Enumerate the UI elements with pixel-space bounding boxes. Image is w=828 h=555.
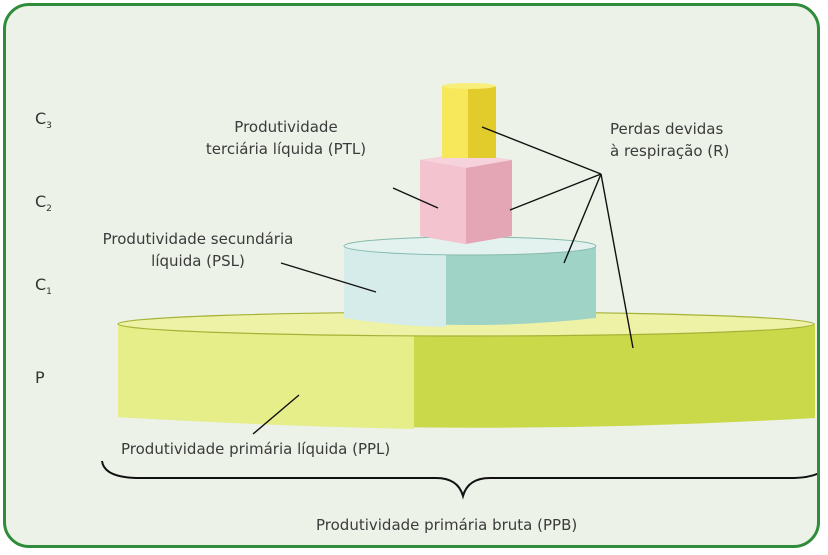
level-label-c1: C1 — [35, 275, 52, 298]
psl-label: Produtividade secundária líquida (PSL) — [102, 230, 294, 270]
respiration-losses-label: Perdas devidas à respiração (R) — [610, 120, 730, 160]
level-label-c3: C3 — [35, 109, 52, 132]
producers-disc — [117, 311, 815, 429]
level-label-p: P — [35, 368, 45, 387]
ppb-brace — [101, 460, 817, 500]
diagram-frame: C3 C2 C1 P Produtividade terciária líqui… — [3, 3, 820, 548]
tertiary-consumers-block — [442, 83, 496, 158]
ppl-label: Produtividade primária líquida (PPL) — [121, 440, 391, 458]
secondary-consumers-block — [420, 153, 512, 244]
pointer-lines — [252, 126, 634, 435]
level-label-c2: C2 — [35, 192, 52, 215]
primary-consumers-disc — [343, 236, 597, 327]
pyramid-drawing — [101, 83, 817, 500]
ppb-label: Produtividade primária bruta (PPB) — [316, 516, 578, 534]
ptl-label: Produtividade terciária líquida (PTL) — [205, 118, 367, 158]
